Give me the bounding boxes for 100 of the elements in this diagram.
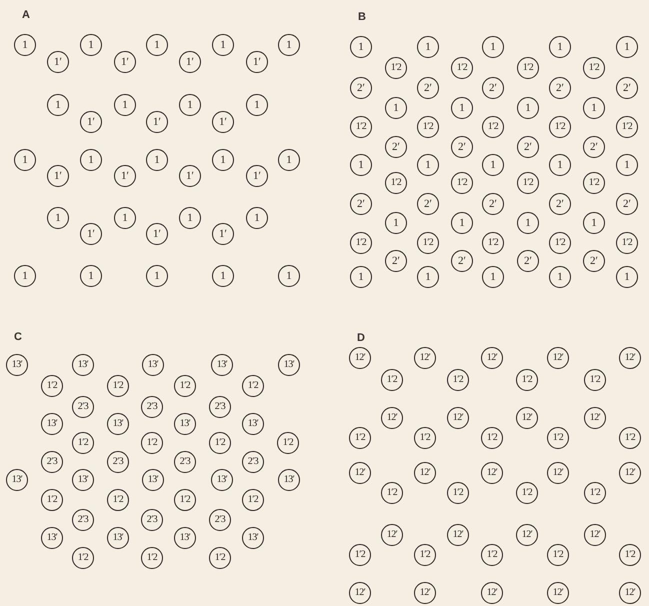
- numbered-circle: 1′2: [451, 57, 473, 79]
- numbered-circle: 2′: [517, 136, 539, 158]
- numbered-circle: 1: [549, 266, 571, 288]
- numbered-circle: 1: [14, 34, 36, 56]
- numbered-circle: 1′: [47, 165, 69, 187]
- numbered-circle: 1: [212, 265, 234, 287]
- numbered-circle: 2′3: [72, 396, 94, 418]
- numbered-circle: 1: [146, 34, 168, 56]
- numbered-circle: 1′2: [584, 482, 606, 504]
- numbered-circle: 2′: [417, 193, 439, 215]
- numbered-circle: 1′2: [72, 432, 94, 454]
- numbered-circle: 12′: [516, 524, 538, 546]
- numbered-circle: 12′: [481, 582, 503, 604]
- numbered-circle: 2′: [350, 193, 372, 215]
- numbered-circle: 1: [114, 207, 136, 229]
- numbered-circle: 12′: [481, 462, 503, 484]
- numbered-circle: 2′: [549, 193, 571, 215]
- numbered-circle: 12′: [414, 347, 436, 369]
- numbered-circle: 13′: [107, 413, 129, 435]
- numbered-circle: 2′3: [41, 451, 63, 473]
- numbered-circle: 1′2: [516, 482, 538, 504]
- numbered-circle: 13′: [107, 527, 129, 549]
- numbered-circle: 1: [616, 154, 638, 176]
- numbered-circle: 1: [385, 97, 407, 119]
- panel-letter: C: [14, 332, 22, 343]
- numbered-circle: 13′: [41, 413, 63, 435]
- numbered-circle: 1′2: [174, 375, 196, 397]
- numbered-circle: 1′2: [619, 544, 641, 566]
- numbered-circle: 1′2: [41, 375, 63, 397]
- numbered-circle: 2′: [616, 77, 638, 99]
- numbered-circle: 1′: [146, 223, 168, 245]
- numbered-circle: 12′: [619, 582, 641, 604]
- numbered-circle: 1′2: [517, 57, 539, 79]
- numbered-circle: 13′: [72, 354, 94, 376]
- numbered-circle: 12′: [619, 347, 641, 369]
- numbered-circle: 1: [451, 97, 473, 119]
- numbered-circle: 1′2: [277, 432, 299, 454]
- numbered-circle: 1: [278, 149, 300, 171]
- numbered-circle: 1: [517, 97, 539, 119]
- numbered-circle: 2′3: [209, 509, 231, 531]
- numbered-circle: 12′: [447, 407, 469, 429]
- numbered-circle: 13′: [211, 354, 233, 376]
- numbered-circle: 2′: [583, 250, 605, 272]
- numbered-circle: 2′3: [141, 396, 163, 418]
- numbered-circle: 1′2: [381, 369, 403, 391]
- numbered-circle: 1′2: [417, 232, 439, 254]
- numbered-circle: 13′: [278, 469, 300, 491]
- numbered-circle: 1: [616, 36, 638, 58]
- numbered-circle: 1′2: [381, 482, 403, 504]
- numbered-circle: 1′2: [616, 116, 638, 138]
- numbered-circle: 13′: [242, 413, 264, 435]
- numbered-circle: 1: [47, 94, 69, 116]
- numbered-circle: 13′: [174, 527, 196, 549]
- numbered-circle: 12′: [414, 462, 436, 484]
- numbered-circle: 1: [278, 265, 300, 287]
- numbered-circle: 1: [14, 149, 36, 171]
- numbered-circle: 1′2: [549, 232, 571, 254]
- numbered-circle: 1′2: [174, 489, 196, 511]
- numbered-circle: 1′2: [417, 116, 439, 138]
- numbered-circle: 1: [385, 212, 407, 234]
- numbered-circle: 1′2: [385, 172, 407, 194]
- numbered-circle: 1′2: [385, 57, 407, 79]
- numbered-circle: 13′: [41, 527, 63, 549]
- numbered-circle: 1: [417, 266, 439, 288]
- numbered-circle: 12′: [547, 462, 569, 484]
- numbered-circle: 1′: [212, 111, 234, 133]
- numbered-circle: 2′: [385, 136, 407, 158]
- numbered-circle: 1: [146, 265, 168, 287]
- numbered-circle: 1′2: [72, 547, 94, 569]
- numbered-circle: 1′2: [481, 427, 503, 449]
- numbered-circle: 1′2: [141, 432, 163, 454]
- numbered-circle: 13′: [174, 413, 196, 435]
- numbered-circle: 12′: [584, 524, 606, 546]
- numbered-circle: 1: [212, 34, 234, 56]
- numbered-circle: 13′: [142, 354, 164, 376]
- numbered-circle: 1′2: [41, 489, 63, 511]
- numbered-circle: 1′: [47, 51, 69, 73]
- numbered-circle: 1′2: [141, 547, 163, 569]
- numbered-circle: 2′: [549, 77, 571, 99]
- numbered-circle: 13′: [142, 469, 164, 491]
- numbered-circle: 1′2: [414, 427, 436, 449]
- numbered-circle: 1′2: [549, 116, 571, 138]
- numbered-circle: 1′2: [209, 547, 231, 569]
- numbered-circle: 1′2: [547, 544, 569, 566]
- numbered-circle: 1′: [212, 223, 234, 245]
- numbered-circle: 1: [179, 94, 201, 116]
- numbered-circle: 2′: [616, 193, 638, 215]
- numbered-circle: 13′: [72, 469, 94, 491]
- numbered-circle: 1: [482, 36, 504, 58]
- numbered-circle: 1: [80, 149, 102, 171]
- numbered-circle: 1′2: [584, 369, 606, 391]
- numbered-circle: 1′2: [209, 432, 231, 454]
- numbered-circle: 13′: [278, 354, 300, 376]
- numbered-circle: 1′2: [447, 369, 469, 391]
- numbered-circle: 1′2: [481, 544, 503, 566]
- numbered-circle: 1′2: [414, 544, 436, 566]
- numbered-circle: 1: [482, 266, 504, 288]
- numbered-circle: 1: [616, 266, 638, 288]
- numbered-circle: 2′: [385, 250, 407, 272]
- numbered-circle: 2′3: [141, 509, 163, 531]
